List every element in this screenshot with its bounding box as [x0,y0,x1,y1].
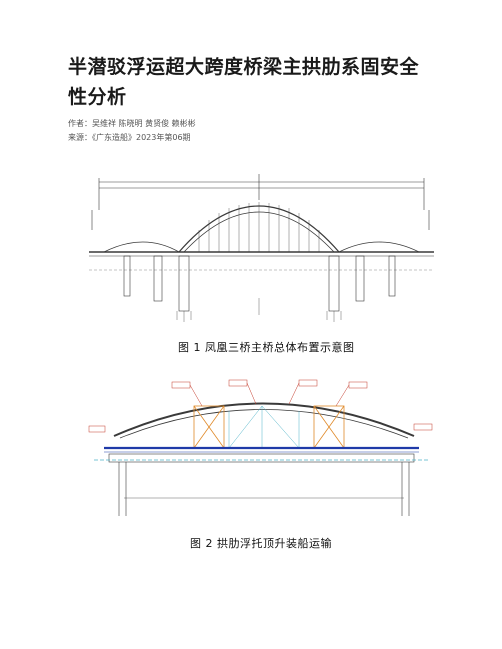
article-authors: 作者：吴维祥 陈晓明 黄贤俊 赖彬彬 [68,119,196,128]
figure-2-shipping-drawing [88,379,433,516]
article-title: 半潜驳浮运超大跨度桥梁主拱肋系固安全性分析 [68,56,420,108]
figure-1-bridge-layout-drawing [89,174,434,322]
figure-1-caption: 图 1 凤凰三桥主桥总体布置示意图 [178,341,355,354]
figure-2-caption: 图 2 拱肋浮托顶升装船运输 [190,537,332,550]
article-source: 来源：《广东造船》2023年第06期 [68,133,191,142]
